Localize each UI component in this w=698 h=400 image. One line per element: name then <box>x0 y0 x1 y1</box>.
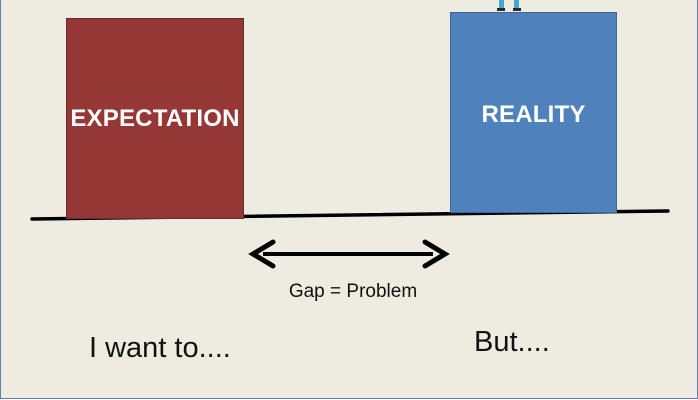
stick-figure-icon <box>497 0 521 11</box>
gap-arrow-icon <box>248 239 450 269</box>
expectation-block: EXPECTATION <box>66 18 244 219</box>
gap-label: Gap = Problem <box>288 281 418 302</box>
expectation-label: EXPECTATION <box>70 105 240 132</box>
left-caption: I want to.... <box>89 332 231 364</box>
reality-block: REALITY <box>450 12 617 213</box>
reality-label: REALITY <box>481 101 586 128</box>
right-caption: But.... <box>474 326 550 358</box>
